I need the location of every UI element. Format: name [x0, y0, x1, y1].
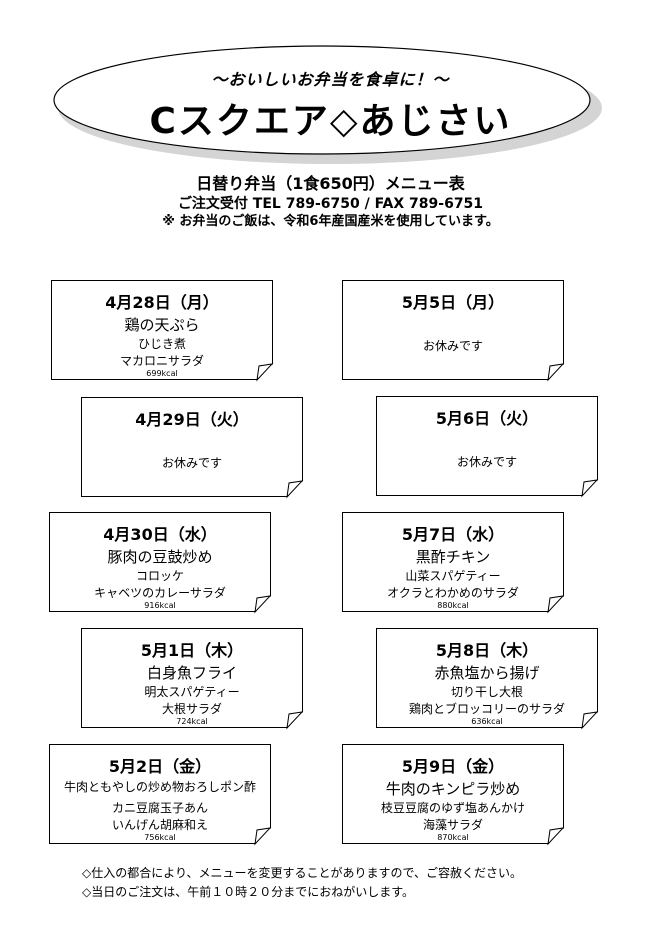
rice-note: ※ お弁当のご飯は、令和6年産国産米を使用しています。: [162, 214, 499, 229]
card-side-dish: オクラとわかめのサラダ: [387, 586, 519, 600]
card-main-dish: 鶏の天ぷら: [124, 316, 200, 334]
fold-corner: [286, 711, 304, 730]
card-date: 4月28日（月）: [105, 293, 219, 312]
card-date: 5月5日（月）: [401, 293, 505, 312]
fold-corner: [286, 480, 304, 499]
card-side-dish: コロッケ: [135, 569, 184, 583]
card-side-dish: 大根サラダ: [161, 702, 222, 716]
footer-note: ◇当日のご注文は、午前１０時２０分までにおねがいします。: [82, 885, 415, 899]
card-closed-note: お休みです: [422, 339, 483, 353]
menu-card: 5月6日（火） お休みです: [376, 396, 598, 496]
card-main-dish: 赤魚塩から揚げ: [434, 664, 540, 682]
card-main-dish: 牛肉のキンピラ炒め: [385, 780, 521, 798]
card-date: 4月30日（水）: [103, 525, 217, 544]
menu-card: 4月28日（月） 鶏の天ぷら ひじき煮 マカロニサラダ 699kcal: [51, 280, 273, 380]
card-date: 5月9日（金）: [401, 757, 505, 776]
card-closed-note: お休みです: [456, 455, 517, 469]
card-side-dish: マカロニサラダ: [119, 354, 204, 368]
card-calories: 756kcal: [144, 833, 176, 842]
card-calories: 870kcal: [437, 833, 469, 842]
fold-corner: [547, 363, 565, 382]
card-side-dish: 山菜スパゲティー: [405, 569, 501, 583]
menu-card: 5月9日（金） 牛肉のキンピラ炒め 枝豆豆腐のゆず塩あんかけ 海藻サラダ 870…: [342, 744, 564, 844]
card-calories: 880kcal: [437, 601, 469, 610]
card-calories: 699kcal: [146, 369, 178, 378]
card-calories: 916kcal: [144, 601, 176, 610]
menu-card: 5月8日（木） 赤魚塩から揚げ 切り干し大根 鶏肉とブロッコリーのサラダ 636…: [376, 628, 598, 728]
menu-card: 5月7日（水） 黒酢チキン 山菜スパゲティー オクラとわかめのサラダ 880kc…: [342, 512, 564, 612]
card-date: 5月7日（水）: [401, 525, 505, 544]
fold-corner: [547, 595, 565, 614]
card-main-dish: 白身魚フライ: [146, 664, 237, 682]
card-side-dish: カニ豆腐玉子あん: [111, 801, 208, 815]
order-contact: ご注文受付 TEL 789-6750 / FAX 789-6751: [177, 196, 484, 212]
fold-corner: [254, 827, 272, 846]
card-main-dish: 豚肉の豆鼓炒め: [107, 548, 213, 566]
footer-note: ◇仕入の都合により、メニューを変更することがありますので、ご容赦ください。: [82, 866, 523, 880]
card-side-dish: 明太スパゲティー: [144, 685, 240, 699]
card-side-dish: キャベツのカレーサラダ: [94, 586, 226, 600]
card-calories: 724kcal: [176, 717, 208, 726]
card-side-dish: ひじき煮: [137, 337, 186, 351]
card-main-dish: 黒酢チキン: [415, 548, 491, 566]
card-closed-note: お休みです: [161, 456, 222, 470]
menu-title: 日替り弁当（1食650円）メニュー表: [196, 174, 465, 193]
menu-card: 5月5日（月） お休みです: [342, 280, 564, 380]
card-date: 4月29日（火）: [135, 410, 249, 429]
card-date: 5月6日（火）: [435, 409, 539, 428]
shop-name: Cスクエア◇あじさい: [149, 101, 512, 142]
header-ellipse: [53, 45, 602, 164]
card-side-dish: 海藻サラダ: [422, 818, 483, 832]
card-calories: 636kcal: [471, 717, 503, 726]
menu-card: 5月1日（木） 白身魚フライ 明太スパゲティー 大根サラダ 724kcal: [81, 628, 303, 728]
fold-corner: [581, 711, 599, 730]
fold-corner: [547, 827, 565, 846]
card-side-dish: 切り干し大根: [450, 685, 523, 699]
tagline: ～おいしいお弁当を食卓に！～: [211, 70, 450, 89]
card-main-dish: 牛肉ともやしの炒め物おろしポン酢: [63, 780, 256, 794]
card-side-dish: いんげん胡麻和え: [111, 818, 208, 832]
menu-card: 4月29日（火） お休みです: [81, 397, 303, 497]
card-date: 5月2日（金）: [108, 757, 212, 776]
fold-corner: [254, 595, 272, 614]
card-date: 5月1日（木）: [140, 641, 244, 660]
fold-corner: [256, 363, 274, 382]
menu-card: 4月30日（水） 豚肉の豆鼓炒め コロッケ キャベツのカレーサラダ 916kca…: [49, 512, 271, 612]
card-side-dish: 枝豆豆腐のゆず塩あんかけ: [380, 801, 525, 815]
fold-corner: [581, 479, 599, 498]
menu-card: 5月2日（金） 牛肉ともやしの炒め物おろしポン酢 カニ豆腐玉子あん いんげん胡麻…: [49, 744, 271, 844]
card-side-dish: 鶏肉とブロッコリーのサラダ: [408, 702, 565, 716]
card-date: 5月8日（木）: [435, 641, 539, 660]
